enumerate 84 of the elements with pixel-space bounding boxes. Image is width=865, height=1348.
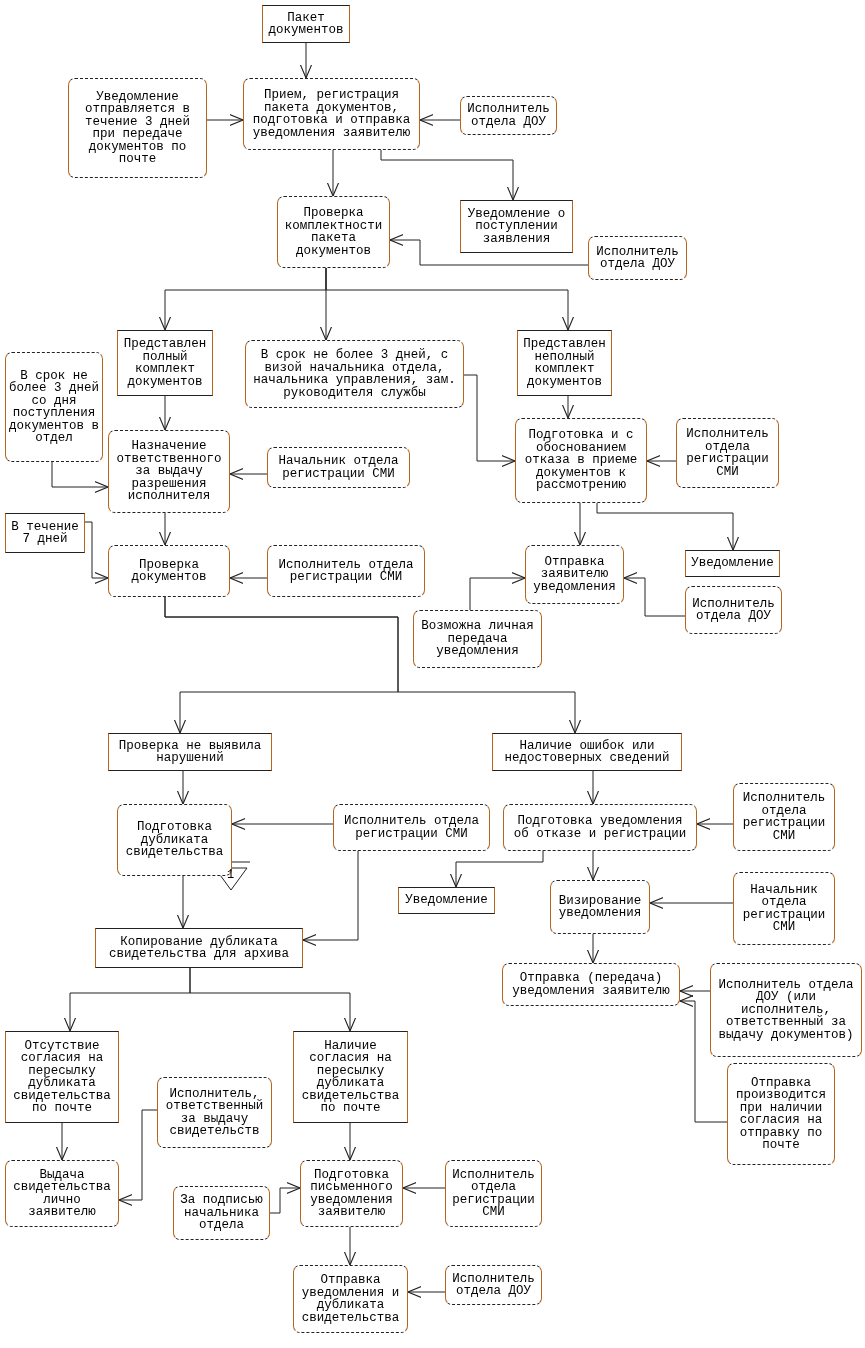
arrow xyxy=(679,994,728,1123)
rounded-box: Выдача свидетельства лично заявителю xyxy=(5,1160,119,1227)
rounded-box: Прием, регистрация пакета документов, подготовка и отправка уведомления заявителю xyxy=(243,78,420,150)
arrow xyxy=(586,770,600,805)
arrow xyxy=(649,896,734,910)
process-box: Уведомление о поступлении заявления xyxy=(460,200,573,253)
arrow xyxy=(229,571,268,585)
arrow xyxy=(176,770,190,805)
arrow xyxy=(269,1181,301,1214)
decision-box: Отсутствие согласия на пересылку дубликата свидетельства по почте xyxy=(5,1031,119,1123)
arrow xyxy=(206,113,244,127)
arrow xyxy=(84,521,109,585)
arrow xyxy=(231,817,334,831)
arrow xyxy=(596,502,740,551)
rounded-box: Проверка комплектности пакета документов xyxy=(277,196,390,268)
arrow xyxy=(419,113,461,127)
rounded-box: Подготовка и с обоснованием отказа в приеме документов к рассмотрению xyxy=(515,418,647,503)
arrow xyxy=(302,850,359,947)
rounded-box: Отправка заявителю уведомления xyxy=(525,545,624,604)
rounded-box: Назначение ответственного за выдачу разрешения исполнителя xyxy=(108,430,230,513)
decision-box: Проверка не выявила нарушений xyxy=(108,733,272,771)
rounded-box: Исполнитель отдела регистрации СМИ xyxy=(445,1160,542,1227)
arrow xyxy=(343,1122,357,1161)
arrow xyxy=(586,850,600,881)
rounded-box: Проверка документов xyxy=(108,545,230,597)
arrow xyxy=(623,571,686,617)
rounded-box: Уведомление отправляется в течение 3 дней при передаче документов по почте xyxy=(68,78,207,178)
rounded-box: Исполнитель, ответственный за выдачу свидетельств xyxy=(157,1077,272,1148)
arrow xyxy=(646,454,677,468)
arrow xyxy=(586,933,600,964)
arrow xyxy=(158,512,172,546)
rounded-box: Исполнитель отдела регистрации СМИ xyxy=(267,545,425,597)
rounded-box: В срок не более 3 дней со дня поступления документов в отдел xyxy=(5,352,103,462)
arrow xyxy=(299,42,313,79)
arrow xyxy=(118,1109,158,1207)
arrow xyxy=(189,967,357,1032)
arrow xyxy=(573,502,587,546)
rounded-box: Визирование уведомления xyxy=(550,880,650,934)
rounded-box: Начальник отдела регистрации СМИ xyxy=(267,447,410,488)
arrow xyxy=(325,267,575,331)
arrow xyxy=(55,1122,69,1161)
rounded-box: Исполнитель отдела ДОУ xyxy=(588,236,687,280)
decision-box: Наличие согласия на пересылку дубликата свидетельства по почте xyxy=(293,1031,408,1123)
rounded-box: Подготовка письменного уведомления заявителю xyxy=(300,1160,403,1227)
rounded-box: Исполнитель отдела регистрации СМИ xyxy=(676,418,779,488)
arrow xyxy=(389,233,589,266)
arrow xyxy=(469,571,526,611)
arrow xyxy=(561,395,575,419)
rounded-box: Исполнитель отдела ДОУ xyxy=(685,586,782,634)
arrow xyxy=(176,875,190,929)
process-box: Пакет документов xyxy=(262,5,350,43)
process-box: Уведомление xyxy=(398,887,495,914)
arrow xyxy=(380,149,520,201)
rounded-box: За подписью начальника отдела xyxy=(173,1186,270,1240)
process-box: В течение 7 дней xyxy=(5,513,85,553)
arrow xyxy=(696,817,734,831)
rounded-box: Отправка производится при наличии согласия на отправку по почте xyxy=(727,1063,835,1165)
arrow xyxy=(229,467,268,481)
decision-box: Наличие ошибок или недостоверных сведений xyxy=(492,733,682,771)
arrow xyxy=(326,149,340,197)
rounded-box: Исполнитель отдела регистрации СМИ xyxy=(333,804,490,851)
rounded-box: Начальник отдела регистрации СМИ xyxy=(733,872,835,945)
rounded-box: Исполнитель отдела ДОУ xyxy=(460,96,557,135)
arrow xyxy=(164,596,582,734)
process-box: Копирование дубликата свидетельства для архива xyxy=(95,928,303,968)
rounded-box: Исполнитель отдела регистрации СМИ xyxy=(733,783,835,851)
arrow xyxy=(449,850,544,888)
rounded-box: Подготовка уведомления об отказе и регистрации xyxy=(503,804,697,851)
rounded-box: Отправка уведомления и дубликата свидетельства xyxy=(293,1265,408,1333)
rounded-box: Исполнитель отдела ДОУ (или исполнитель, ответственный за выдачу документов) xyxy=(710,963,862,1057)
arrow xyxy=(463,374,516,468)
arrow xyxy=(158,395,172,431)
rounded-box: В срок не более 3 дней, с визой начальника отдела, начальника управления, зам. руководителя службы xyxy=(245,340,464,408)
rounded-box: Отправка (передача) уведомления заявителю xyxy=(502,963,680,1006)
arrow xyxy=(402,1181,446,1195)
arrow xyxy=(679,984,711,998)
arrow xyxy=(407,1285,446,1299)
decision-box: Представлен полный комплект документов xyxy=(117,330,213,396)
rounded-box: Исполнитель отдела ДОУ xyxy=(445,1265,542,1305)
arrow xyxy=(51,461,109,494)
arrow xyxy=(343,1226,357,1266)
process-box: Уведомление xyxy=(685,550,780,577)
decision-box: Представлен неполный комплект документов xyxy=(517,330,612,396)
rounded-box: Возможна личная передача уведомления xyxy=(413,610,542,668)
